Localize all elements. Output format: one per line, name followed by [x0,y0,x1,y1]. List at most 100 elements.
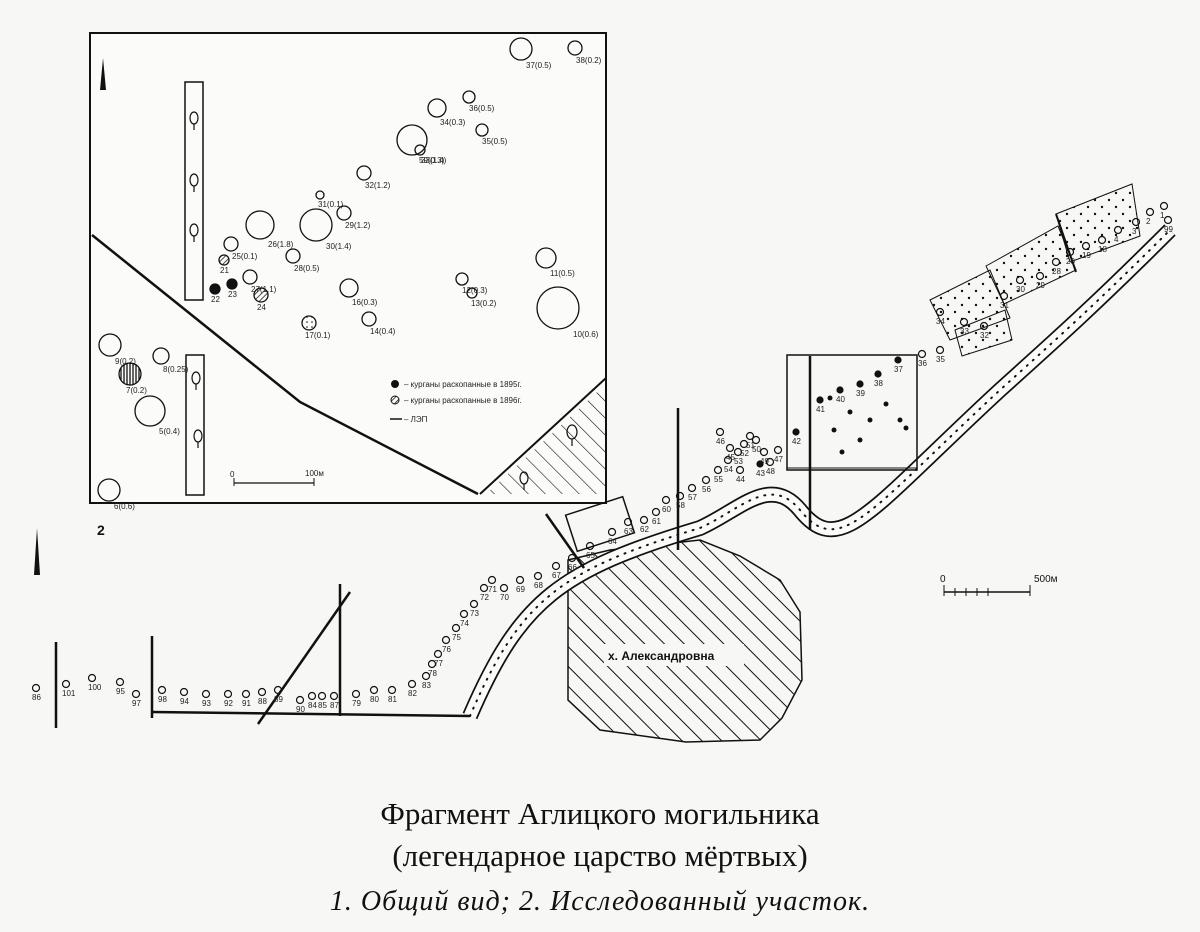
barrow-number: 86 [32,693,41,702]
inset-barrow-label: 35(0.5) [482,137,508,146]
inset-barrow-label: 32(1.2) [365,181,391,190]
inset-barrow-label: 33(1.4) [421,156,447,165]
inset-barrow-2 [462,90,476,104]
inset-legend: – курганы раскопанные в 1895г. – курганы… [390,380,522,424]
barrow-number: 54 [724,465,733,474]
barrow-marker-39 [661,495,671,505]
barrow-marker-43 [713,465,723,475]
inset-barrow-16 [226,278,238,290]
barrow-marker-63 [935,345,945,355]
barrow-marker-21 [427,659,437,669]
barrow-marker-14 [317,691,327,701]
barrow-marker-2 [87,673,97,683]
barrow-marker-47 [745,431,755,441]
barrow-marker-70 [1051,257,1061,267]
barrow-number: 32 [980,331,989,340]
barrow-marker-31 [533,571,543,581]
barrow-number: 97 [132,699,141,708]
barrow-number: 35 [936,355,945,364]
barrow-marker-10 [257,687,267,697]
barrow-marker-64 [935,307,945,317]
svg-text:0: 0 [230,470,235,479]
barrow-marker-52 [715,427,725,437]
barrow-number: 44 [736,475,745,484]
barrow-number: 46 [716,437,725,446]
barrow-marker-30 [515,575,525,585]
barrow-marker-20 [421,671,431,681]
barrow-number: 93 [202,699,211,708]
barrow-number: 48 [766,467,775,476]
barrow-marker-35 [607,527,617,537]
barrow-number: 42 [792,437,801,446]
inset-barrow-24 [536,286,580,330]
barrow-marker-5 [157,685,167,695]
barrow-dot-2 [867,417,873,423]
svg-text:100м: 100м [305,469,324,478]
barrow-number: 41 [816,405,825,414]
barrow-marker-36 [623,517,633,527]
barrow-number: 53 [734,457,743,466]
barrow-marker-7 [201,689,211,699]
barrow-number: 49 [760,457,769,466]
barrow-marker-15 [329,691,339,701]
barrow-number: 94 [180,697,189,706]
inset-barrow-label: 5(0.4) [159,427,180,436]
barrow-number: 71 [488,585,497,594]
barrow-number: 87 [330,701,339,710]
barrow-number: 1 [1160,211,1165,220]
barrow-marker-18 [387,685,397,695]
inset-barrow-label: 29(1.2) [345,221,371,230]
barrow-marker-38 [651,507,661,517]
barrow-number: 83 [422,681,431,690]
inset-barrow-19 [301,315,317,331]
barrow-marker-66 [979,321,989,331]
barrow-number: 82 [408,689,417,698]
inset-barrow-14 [218,254,230,266]
inset-barrow-label: 25(0.1) [232,252,258,261]
barrow-marker-32 [551,561,561,571]
inset-barrow-label: 59(0.3) [419,156,445,165]
barrow-number: 78 [428,669,437,678]
barrow-number: 28 [1052,267,1061,276]
barrow-number: 31 [1000,301,1009,310]
barrow-number: 58 [676,501,685,510]
barrow-marker-53 [725,443,735,453]
barrow-number: 56 [702,485,711,494]
inset-barrow-label: 8(0.25) [163,365,189,374]
inset-barrow-5 [396,124,428,156]
barrow-dot-5 [903,425,909,431]
barrow-marker-6 [179,687,189,697]
inset-barrow-22 [466,287,478,299]
barrow-marker-40 [675,491,685,501]
barrow-number: 73 [470,609,479,618]
barrow-marker-61 [894,356,902,364]
barrow-marker-71 [1065,247,1075,257]
barrow-marker-50 [765,457,775,467]
inset-barrow-26 [152,347,170,365]
inset-barrow-label: 34(0.3) [440,118,466,127]
barrow-marker-4 [131,689,141,699]
barrow-number: 100 [88,683,102,692]
barrow-number: 72 [480,593,489,602]
inset-barrow-9 [299,208,333,242]
barrow-number: 3 [1132,227,1137,236]
inset-barrow-23 [535,247,557,269]
barrow-marker-62 [917,349,927,359]
barrow-number: 34 [936,317,945,326]
inset-barrow-30 [414,144,426,156]
inset-barrow-28 [134,395,166,427]
barrow-number: 84 [308,701,317,710]
barrow-dot-3 [883,401,889,407]
inset-barrow-27 [118,362,142,386]
caption-note: 1. Общий вид; 2. Исследованный участок. [329,886,871,917]
barrow-marker-34 [585,541,595,551]
barrow-marker-75 [1131,217,1141,227]
barrow-number: 70 [500,593,509,602]
barrow-marker-16 [351,689,361,699]
barrow-number: 33 [960,327,969,336]
main-map: х. Александровна [31,183,1176,743]
barrow-marker-42 [701,475,711,485]
barrow-marker-9 [241,689,251,699]
barrow-marker-67 [999,291,1009,301]
inset-barrow-8 [245,210,275,240]
